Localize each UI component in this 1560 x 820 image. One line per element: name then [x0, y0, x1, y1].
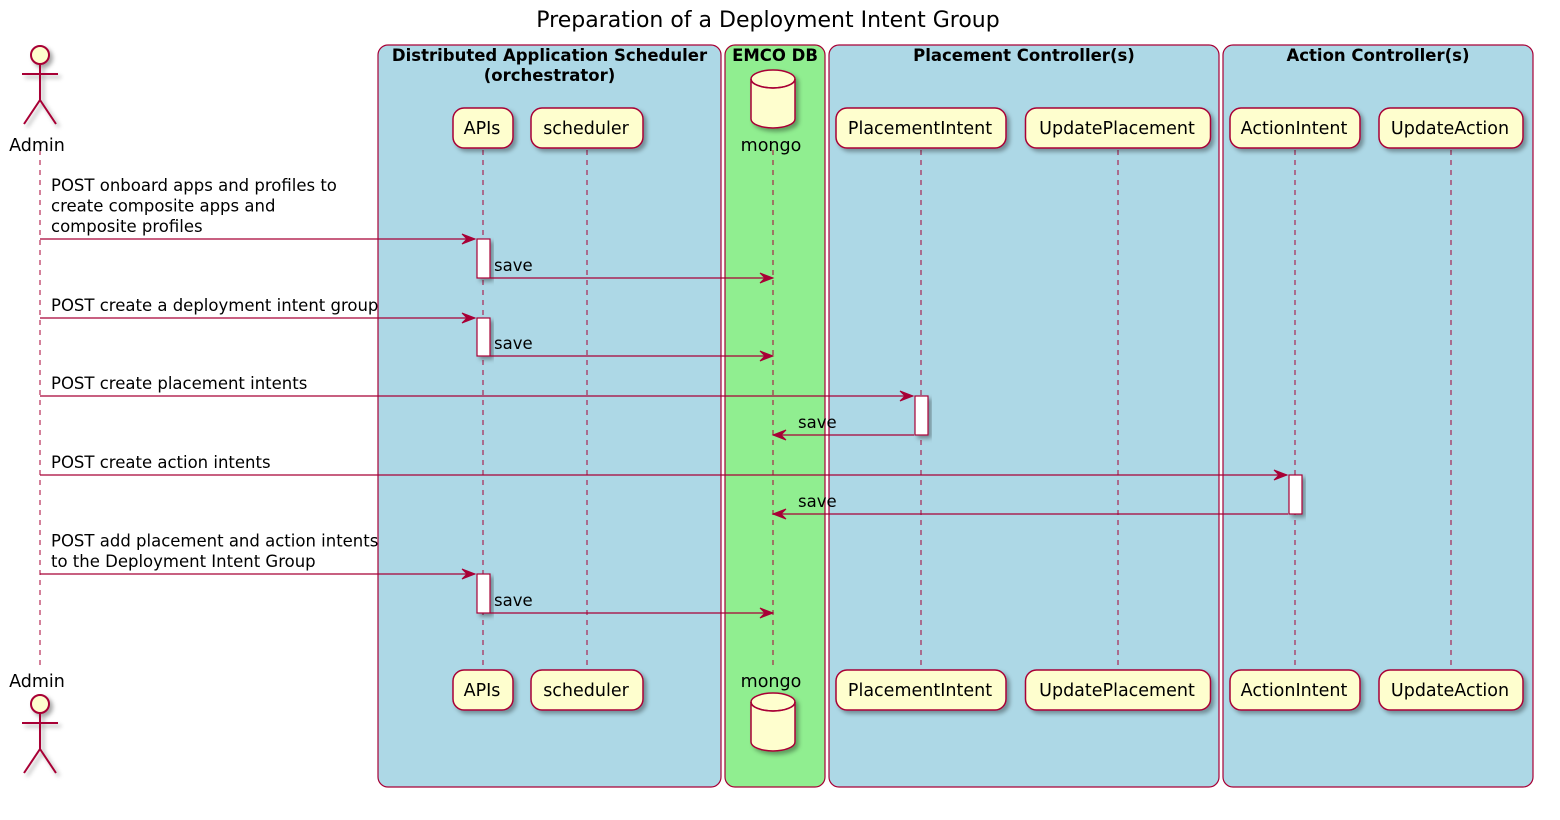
participant-updateplacement-top: UpdatePlacement: [1024, 107, 1212, 149]
message-arrow: POST onboard apps and profiles to create …: [40, 176, 477, 245]
message-label: POST create placement intents: [51, 374, 307, 393]
participant-label: UpdatePlacement: [1039, 681, 1195, 701]
actor-admin: Admin: [9, 45, 65, 156]
actor-icon: [22, 45, 58, 125]
message-arrow: save: [771, 413, 914, 441]
participant-label: mongo: [741, 136, 802, 156]
participant-heads-layer: AdminAdminAPIsAPIsschedulerschedulermong…: [9, 45, 1524, 774]
participant-label: ActionIntent: [1241, 119, 1348, 139]
participant-label: scheduler: [543, 119, 629, 139]
database-icon: [750, 69, 796, 129]
box-ac: Action Controller(s): [1222, 44, 1534, 788]
participant-label: PlacementIntent: [848, 681, 992, 701]
participant-apis-top: APIs: [452, 107, 514, 149]
box-title: Action Controller(s): [1286, 46, 1469, 65]
participant-label: APIs: [464, 681, 501, 701]
participant-label: mongo: [741, 672, 802, 692]
message-label: POST create action intents: [51, 453, 271, 472]
message-label: save: [798, 413, 837, 432]
participant-placementintent-top: PlacementIntent: [835, 107, 1007, 149]
message-arrow: save: [490, 256, 775, 284]
participant-scheduler-top: scheduler: [530, 107, 644, 149]
participant-label: APIs: [464, 119, 501, 139]
message-label: POST add placement and action intents: [51, 532, 378, 551]
messages-layer: POST onboard apps and profiles to create …: [40, 176, 1289, 619]
box-title: Distributed Application Scheduler: [392, 46, 708, 65]
activation-bar: [476, 573, 491, 614]
actor-label: Admin: [9, 672, 65, 692]
box-db: EMCO DB: [724, 44, 826, 788]
activation-bar: [1288, 474, 1303, 515]
participant-apis-bottom: APIs: [452, 669, 514, 711]
message-label: POST onboard apps and profiles to: [51, 176, 337, 195]
activation-bar: [476, 317, 491, 357]
message-arrow: POST add placement and action intentsto …: [40, 532, 477, 580]
participant-mongo-bottom: mongo: [741, 672, 802, 752]
message-arrow: save: [490, 334, 775, 362]
actor-label: Admin: [9, 136, 65, 156]
message-arrow: POST create placement intents: [40, 374, 915, 402]
participant-actionintent-bottom: ActionIntent: [1229, 669, 1361, 711]
participant-label: scheduler: [543, 681, 629, 701]
message-arrow: save: [490, 591, 775, 619]
participant-placementintent-bottom: PlacementIntent: [835, 669, 1007, 711]
message-label: composite profiles: [51, 217, 203, 236]
message-label: save: [494, 591, 533, 610]
diagram-title: Preparation of a Deployment Intent Group: [536, 8, 999, 33]
participant-updateaction-top: UpdateAction: [1378, 107, 1524, 149]
message-arrow: save: [771, 492, 1288, 520]
participant-label: PlacementIntent: [848, 119, 992, 139]
box-pc: Placement Controller(s): [828, 44, 1220, 788]
message-label: save: [494, 256, 533, 275]
activation-bar: [476, 238, 491, 279]
participant-actionintent-top: ActionIntent: [1229, 107, 1361, 149]
database-icon: [750, 692, 796, 752]
box-das: Distributed Application Scheduler(orches…: [377, 44, 722, 788]
message-arrow: POST create a deployment intent group: [40, 296, 477, 324]
boxes-layer: Distributed Application Scheduler(orches…: [377, 44, 1534, 788]
box-title: Placement Controller(s): [913, 46, 1135, 65]
participant-updateaction-bottom: UpdateAction: [1378, 669, 1524, 711]
participant-label: UpdateAction: [1391, 119, 1509, 139]
actor-icon: [22, 694, 58, 774]
participant-mongo-top: mongo: [741, 69, 802, 156]
message-label: save: [798, 492, 837, 511]
participant-updateplacement-bottom: UpdatePlacement: [1024, 669, 1212, 711]
participant-scheduler-bottom: scheduler: [530, 669, 644, 711]
participant-label: UpdatePlacement: [1039, 119, 1195, 139]
activation-bar: [914, 395, 929, 436]
activations-layer: [476, 238, 1303, 614]
message-label: save: [494, 334, 533, 353]
message-label: to the Deployment Intent Group: [51, 552, 316, 571]
participant-label: UpdateAction: [1391, 681, 1509, 701]
participant-label: ActionIntent: [1241, 681, 1348, 701]
box-title: EMCO DB: [732, 46, 818, 65]
message-label: POST create a deployment intent group: [51, 296, 378, 315]
message-arrow: POST create action intents: [40, 453, 1289, 481]
actor-admin: Admin: [9, 672, 65, 774]
box-title: (orchestrator): [484, 66, 616, 85]
message-label: create composite apps and: [51, 197, 275, 216]
